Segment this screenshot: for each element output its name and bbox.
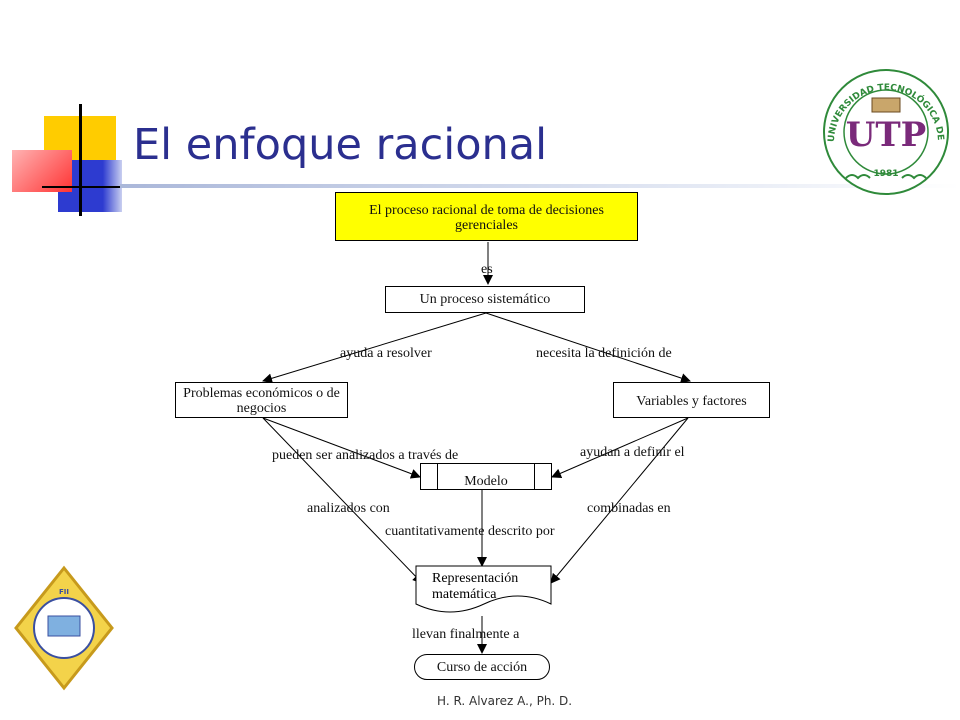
- node-course-label: Curso de acción: [436, 660, 528, 675]
- edge-label-lead-to: llevan finalmente a: [412, 627, 520, 642]
- node-representation: Representación matemática: [420, 571, 546, 603]
- edge-label-needs-definition: necesita la definición de: [536, 346, 672, 361]
- edge-label-help-define: ayudan a definir el: [580, 445, 685, 460]
- seal-monogram: UTP: [846, 115, 927, 155]
- edge-label-analyzed-through: pueden ser analizados a través de: [272, 448, 459, 463]
- node-problems-label: Problemas económicos o de negocios: [183, 386, 340, 416]
- node-model-label: Modelo: [464, 474, 508, 489]
- node-variables: Variables y factores: [613, 382, 770, 418]
- node-representation-label: Representación matemática: [432, 571, 519, 602]
- seal-arc-text: UNIVERSIDAD TECNOLÓGICA DE PANAMÁ: [827, 83, 945, 144]
- edge-label-analyzed-with: analizados con: [307, 501, 390, 516]
- deco-horizontal-line: [42, 186, 132, 188]
- deco-vertical-line: [79, 104, 82, 216]
- title-underline: [120, 184, 960, 188]
- edge-label-combined-in: combinadas en: [587, 501, 671, 516]
- deco-red-square: [12, 150, 72, 192]
- node-problems: Problemas económicos o de negocios: [175, 382, 348, 418]
- footer-author: H. R. Alvarez A., Ph. D.: [437, 694, 573, 708]
- node-root-label: El proceso racional de toma de decisione…: [369, 203, 604, 233]
- node-process-label: Un proceso sistemático: [419, 292, 551, 307]
- edge-label-quant-described: cuantitativamente descrito por: [385, 524, 555, 539]
- node-model: Modelo: [420, 463, 552, 490]
- slide-title: El enfoque racional: [133, 120, 548, 170]
- node-root: El proceso racional de toma de decisione…: [335, 192, 638, 241]
- svg-text:UNIVERSIDAD TECNOLÓGICA DE PAN: UNIVERSIDAD TECNOLÓGICA DE PANAMÁ: [827, 83, 945, 144]
- seal-year: 1981: [873, 169, 898, 179]
- fii-badge-text: FII: [59, 588, 69, 596]
- edge-label-helps-solve: ayuda a resolver: [340, 346, 432, 361]
- node-process: Un proceso sistemático: [385, 286, 585, 313]
- node-course: Curso de acción: [414, 654, 550, 680]
- node-variables-label: Variables y factores: [636, 394, 747, 409]
- edge-label-es: es: [481, 262, 493, 277]
